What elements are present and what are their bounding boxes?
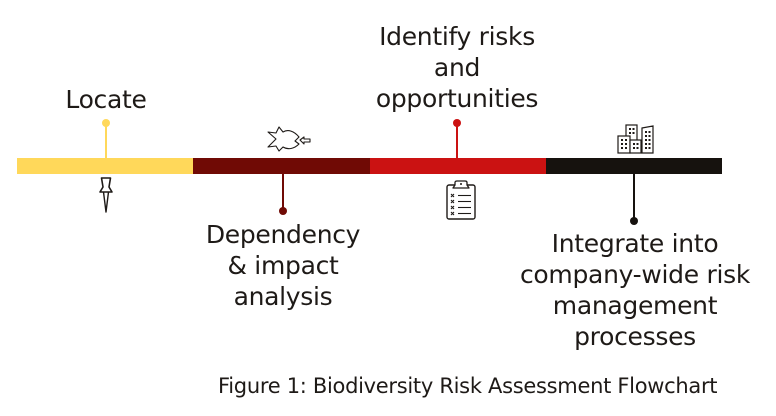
- step-label-identify: Identify risks and opportunities: [357, 21, 557, 114]
- step-label-integrate: Integrate into company-wide risk managem…: [500, 228, 770, 352]
- step-label-line: & impact: [227, 251, 339, 280]
- connector-line-identify: [456, 123, 458, 158]
- fish-icon: [267, 126, 311, 152]
- step-label-line: and: [433, 53, 481, 82]
- step-label-line: processes: [574, 322, 696, 351]
- timeline-segment-dependency: [193, 158, 370, 174]
- buildings-icon: [617, 124, 654, 154]
- connector-dot-integrate: [630, 217, 638, 225]
- connector-dot-dependency: [279, 207, 287, 215]
- timeline-segment-identify: [370, 158, 546, 174]
- timeline-segment-integrate: [546, 158, 722, 174]
- connector-line-integrate: [633, 174, 635, 220]
- step-label-line: opportunities: [375, 84, 539, 113]
- step-label-line: analysis: [233, 282, 333, 311]
- clipboard-checklist-icon: [446, 180, 476, 220]
- connector-line-locate: [105, 123, 107, 158]
- step-label-line: Identify risks: [379, 22, 535, 51]
- step-label-line: Dependency: [205, 220, 361, 249]
- step-label-line: Locate: [65, 85, 147, 114]
- figure-caption: Figure 1: Biodiversity Risk Assessment F…: [218, 374, 718, 398]
- step-label-line: company-wide risk: [519, 260, 751, 289]
- connector-line-dependency: [282, 174, 284, 210]
- timeline-segment-locate: [17, 158, 193, 174]
- push-pin-icon: [99, 177, 113, 213]
- step-label-line: management: [552, 291, 718, 320]
- step-label-dependency: Dependency & impact analysis: [183, 219, 383, 312]
- step-label-locate: Locate: [46, 84, 166, 115]
- step-label-line: Integrate into: [551, 229, 719, 258]
